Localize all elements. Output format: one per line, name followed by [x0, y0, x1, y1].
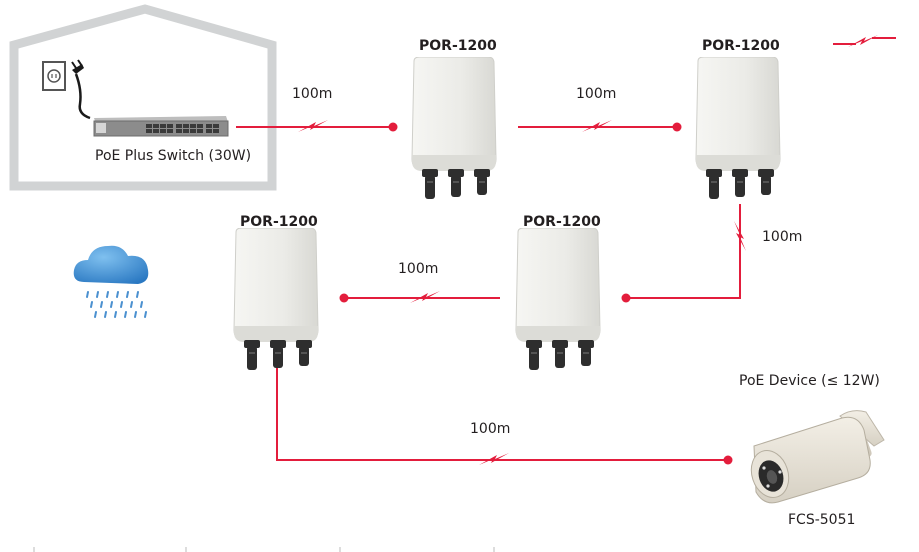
por1200-device-2-icon — [695, 57, 781, 200]
camera-caption: PoE Device (≤ 12W) — [739, 373, 880, 389]
distance-label-por2-por3: 100m — [762, 229, 803, 245]
wall-outlet-icon — [42, 61, 66, 91]
distance-label-por1-por2: 100m — [576, 86, 617, 102]
por1200-2-label: POR-1200 — [702, 38, 780, 54]
link-line-por2-por3 — [626, 204, 741, 299]
endpoint-dot — [339, 293, 349, 303]
building-outline — [9, 4, 277, 191]
switch-label: PoE Plus Switch (30W) — [95, 148, 252, 164]
power-plug-icon — [71, 59, 91, 120]
distance-label-switch-por1: 100m — [292, 86, 333, 102]
endpoint-dot — [723, 455, 733, 465]
distance-label-por4-camera: 100m — [470, 421, 511, 437]
link-bolts — [298, 35, 896, 465]
endpoint-dot — [621, 293, 631, 303]
por1200-device-4-icon — [233, 228, 319, 371]
distance-label-por3-por4: 100m — [398, 261, 439, 277]
por1200-4-label: POR-1200 — [240, 214, 318, 230]
link-line-por4-camera — [276, 366, 728, 461]
poe-switch-icon — [93, 116, 229, 137]
signal-bolt-icon — [833, 35, 896, 47]
page-crop-marks — [33, 547, 495, 552]
rain-cloud-icon — [73, 245, 149, 318]
por1200-3-label: POR-1200 — [523, 214, 601, 230]
endpoint-dot — [672, 122, 682, 132]
por1200-device-1-icon — [411, 57, 497, 200]
camera-model-label: FCS-5051 — [788, 512, 856, 528]
por1200-device-3-icon — [515, 228, 601, 371]
por1200-1-label: POR-1200 — [419, 38, 497, 54]
bullet-camera-icon — [750, 410, 885, 504]
link-endpoints — [339, 122, 733, 465]
endpoint-dot — [388, 122, 398, 132]
